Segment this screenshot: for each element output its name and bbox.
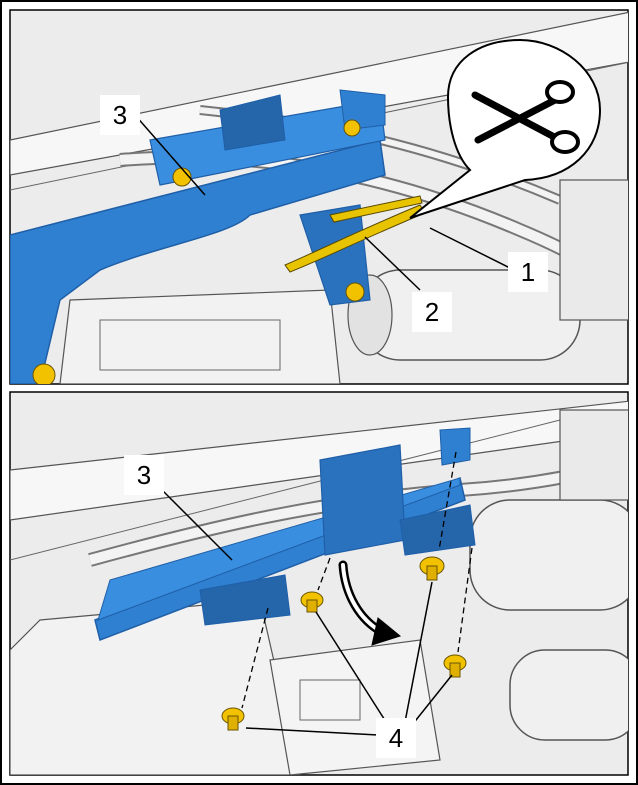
bolt-3 bbox=[443, 654, 467, 678]
side-unit bbox=[559, 179, 628, 321]
leader-line bbox=[411, 674, 453, 726]
leader-line bbox=[315, 611, 389, 726]
callout-1: 1 bbox=[508, 252, 548, 292]
tie-strap-2b bbox=[329, 195, 423, 223]
leader-line bbox=[159, 487, 233, 561]
alignment-line bbox=[241, 607, 269, 709]
svg-text:1: 1 bbox=[521, 257, 535, 287]
module-recess bbox=[99, 319, 281, 371]
bolt bbox=[343, 119, 361, 137]
svg-text:3: 3 bbox=[137, 460, 151, 490]
panel-bottom: 3 4 bbox=[9, 391, 629, 776]
leader-line bbox=[245, 727, 379, 736]
lower-module bbox=[59, 289, 341, 384]
bracket-tab-3 bbox=[439, 427, 471, 466]
lower-structure bbox=[10, 599, 301, 775]
bolt-2 bbox=[419, 556, 445, 581]
bracket-upright bbox=[319, 444, 406, 556]
bolt-4 bbox=[221, 707, 245, 731]
callout-2: 2 bbox=[412, 292, 452, 332]
callout-3-bottom: 3 bbox=[124, 455, 164, 495]
cylinder-lower bbox=[509, 649, 628, 741]
svg-text:4: 4 bbox=[389, 723, 403, 753]
leader-line bbox=[134, 114, 206, 196]
alignment-line bbox=[438, 451, 457, 551]
callout-3-top: 3 bbox=[100, 95, 140, 135]
svg-text:3: 3 bbox=[113, 100, 127, 130]
callout-4: 4 bbox=[376, 718, 416, 758]
bracket-foot-2 bbox=[399, 504, 476, 556]
bolt-1 bbox=[300, 591, 324, 613]
rotation-arrow-icon bbox=[338, 560, 402, 646]
side-unit-2 bbox=[559, 409, 628, 501]
scissors-icon bbox=[471, 80, 580, 154]
panel-top: 3 1 2 bbox=[9, 9, 629, 385]
alignment-line bbox=[317, 557, 331, 591]
module-recess-2 bbox=[299, 679, 361, 721]
bracket-leg bbox=[299, 204, 371, 306]
cylinder-upper bbox=[469, 499, 628, 611]
bolt bbox=[345, 282, 365, 302]
leader-line bbox=[429, 227, 511, 269]
leader-line bbox=[404, 581, 433, 723]
alignment-line bbox=[457, 547, 473, 653]
dash-edge-2 bbox=[10, 400, 628, 521]
leader-line bbox=[364, 236, 421, 291]
bracket-tab bbox=[219, 94, 286, 151]
bolt bbox=[32, 363, 56, 384]
bracket-3-top bbox=[10, 139, 386, 384]
svg-text:2: 2 bbox=[425, 297, 439, 327]
